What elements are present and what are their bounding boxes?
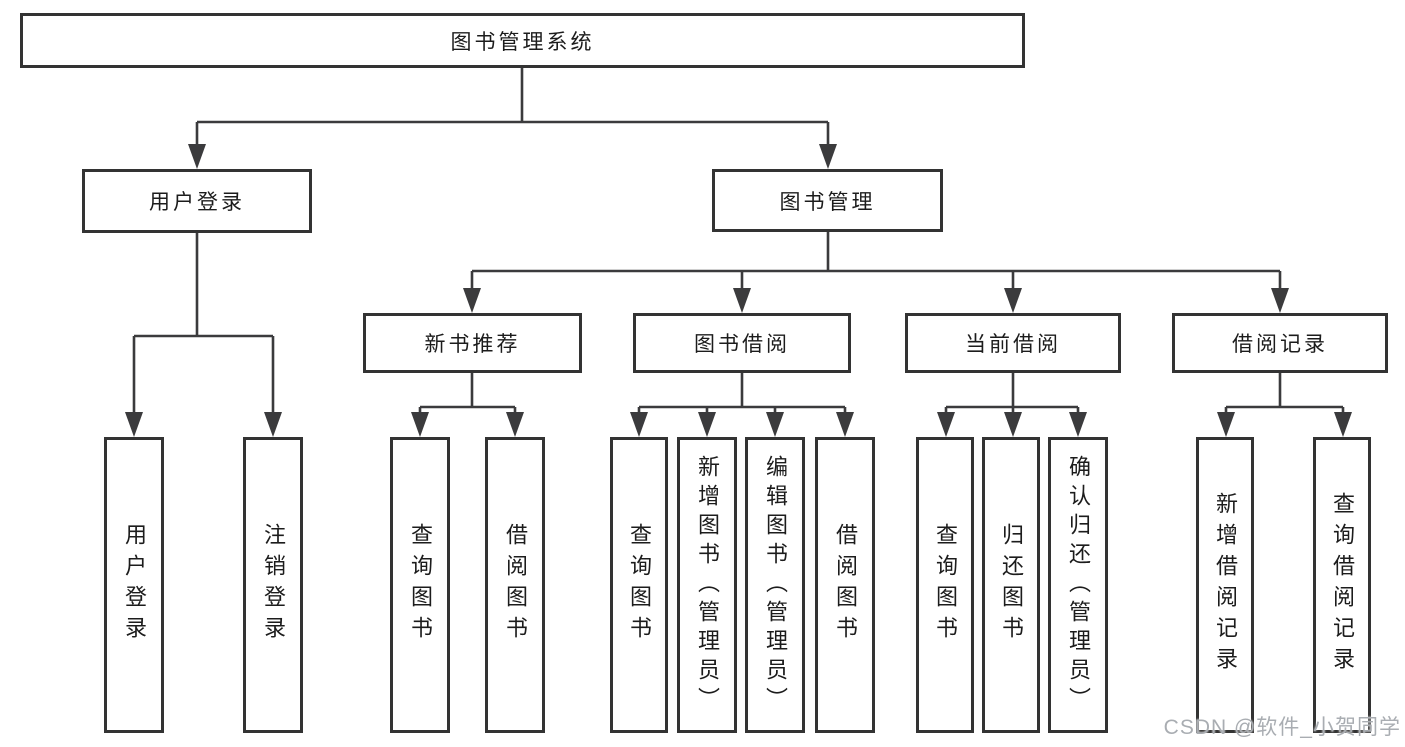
leaf-borrow-books: 借阅图书 [815,437,875,733]
leaf-confirm-return-admin: 确认归还（管理员） [1048,437,1108,733]
leaf-add-book-admin: 新增图书（管理员） [677,437,737,733]
node-library-system: 图书管理系统 [20,13,1025,68]
node-current-borrowing: 当前借阅 [905,313,1121,373]
leaf-add-borrow-record: 新增借阅记录 [1196,437,1254,733]
leaf-query-borrow-record: 查询借阅记录 [1313,437,1371,733]
node-book-borrowing: 图书借阅 [633,313,851,373]
node-borrowing-records: 借阅记录 [1172,313,1388,373]
leaf-user-login: 用户登录 [104,437,164,733]
leaf-borrow-books-recommend: 借阅图书 [485,437,545,733]
csdn-watermark: CSDN @软件_小贺同学 [1163,716,1401,739]
leaf-query-books-current: 查询图书 [916,437,974,733]
arrowheads [125,144,1352,437]
leaf-logout: 注销登录 [243,437,303,733]
leaf-query-books-borrow: 查询图书 [610,437,668,733]
node-book-management: 图书管理 [712,169,943,232]
leaf-edit-book-admin: 编辑图书（管理员） [745,437,805,733]
leaf-return-books: 归还图书 [982,437,1040,733]
node-user-login: 用户登录 [82,169,312,233]
leaf-query-books-recommend: 查询图书 [390,437,450,733]
node-new-book-recommend: 新书推荐 [363,313,582,373]
